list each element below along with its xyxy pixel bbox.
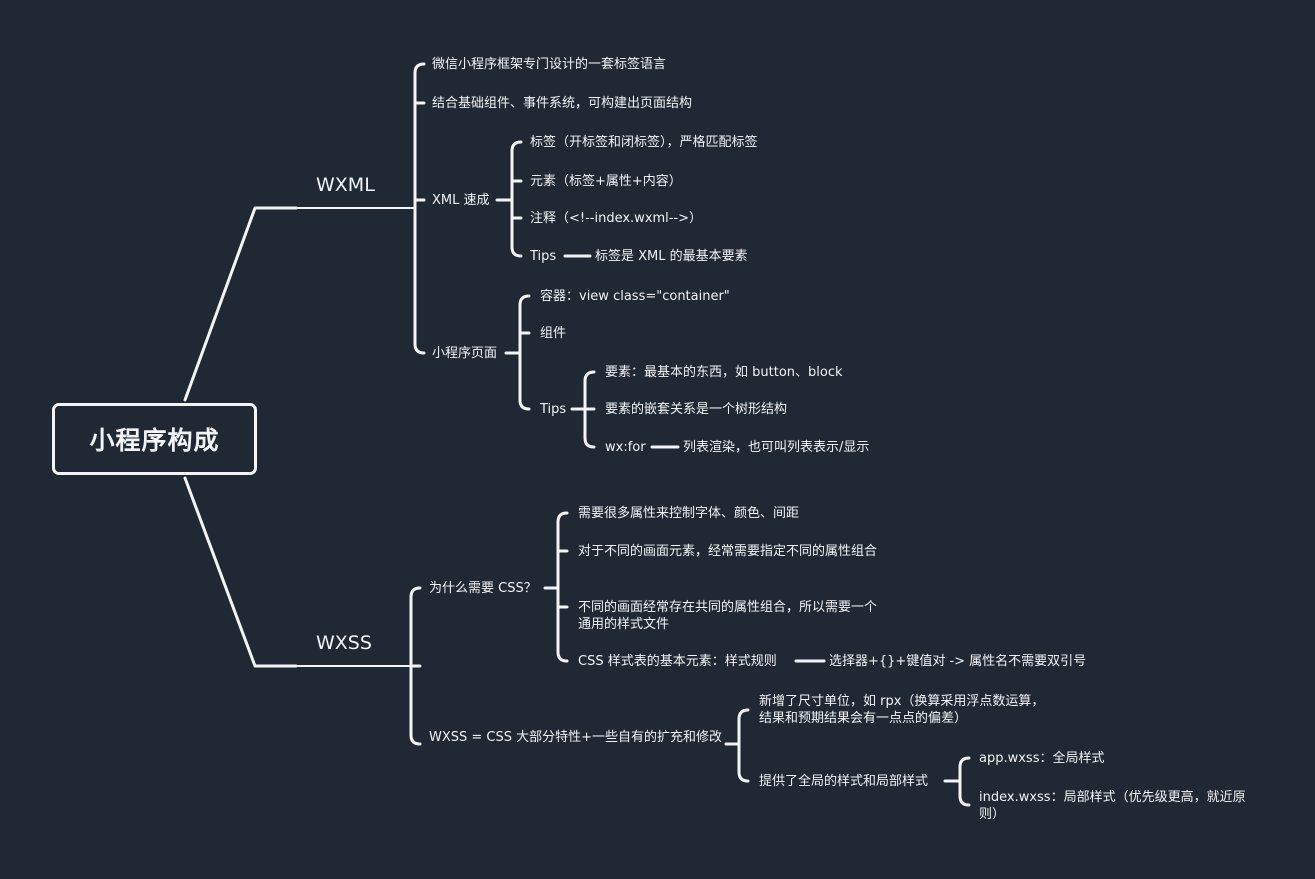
node-xml-tag[interactable]: 标签（开标签和闭标签），严格匹配标签 — [530, 135, 758, 150]
node-page-element[interactable]: 要素：最基本的东西，如 button、block — [605, 365, 843, 380]
node-why-p3[interactable]: 不同的画面经常存在共同的属性组合，所以需要一个通用的样式文件 — [578, 600, 878, 632]
bracket-xml — [510, 140, 523, 258]
bracket-page — [518, 294, 531, 411]
node-why-p4-detail[interactable]: 选择器+{}+键值对 -> 属性名不需要双引号 — [829, 654, 1087, 669]
edge-root-wxml — [183, 206, 298, 402]
node-xml[interactable]: XML 速成 — [432, 193, 490, 208]
node-why-p2[interactable]: 对于不同的画面元素，经常需要指定不同的属性组合 — [578, 544, 878, 559]
node-page-wxfor[interactable]: wx:for — [605, 440, 646, 455]
node-xml-comment[interactable]: 注释（<!--index.wxml-->） — [530, 211, 703, 226]
node-xml-element[interactable]: 元素（标签+属性+内容） — [530, 174, 682, 189]
node-page-tips[interactable]: Tips — [540, 402, 567, 417]
node-xml-tips-detail[interactable]: 标签是 XML 的最基本要素 — [595, 249, 748, 264]
edge-root-wxss — [183, 476, 298, 668]
root-node[interactable]: 小程序构成 — [52, 403, 257, 475]
node-page-container[interactable]: 容器：view class="container" — [540, 289, 730, 304]
node-ext-unit[interactable]: 新增了尺寸单位，如 rpx（换算采用浮点数运算，结果和预期结果会有一点点的偏差） — [759, 694, 1045, 726]
node-why[interactable]: 为什么需要 CSS？ — [429, 581, 537, 596]
node-ext-index[interactable]: index.wxss：局部样式（优先级更高，就近原则） — [979, 790, 1246, 822]
root-label: 小程序构成 — [89, 426, 220, 455]
branch-wxml[interactable]: WXML — [316, 174, 375, 196]
node-xml-tips[interactable]: Tips — [530, 249, 557, 264]
node-page-wxfor-detail[interactable]: 列表渲染，也可叫列表表示/显示 — [683, 440, 870, 455]
node-why-p1[interactable]: 需要很多属性来控制字体、颜色、间距 — [578, 506, 800, 521]
node-wxml-intro[interactable]: 微信小程序框架专门设计的一套标签语言 — [432, 57, 667, 72]
node-page[interactable]: 小程序页面 — [432, 346, 498, 361]
node-page-component[interactable]: 组件 — [540, 326, 567, 341]
bracket-why — [556, 511, 569, 663]
bracket-scope — [958, 756, 971, 807]
node-page-nesting[interactable]: 要素的嵌套关系是一个树形结构 — [605, 402, 788, 417]
node-ext-scope[interactable]: 提供了全局的样式和局部样式 — [759, 774, 929, 789]
node-ext-app[interactable]: app.wxss：全局样式 — [979, 751, 1105, 766]
branch-wxss[interactable]: WXSS — [316, 632, 372, 654]
node-wxml-structure[interactable]: 结合基础组件、事件系统，可构建出页面结构 — [432, 96, 693, 111]
bracket-wxml — [413, 62, 426, 355]
node-why-p4[interactable]: CSS 样式表的基本元素：样式规则 — [578, 654, 777, 669]
node-ext[interactable]: WXSS = CSS 大部分特性+一些自有的扩充和修改 — [429, 730, 723, 745]
bracket-ext — [737, 708, 750, 783]
